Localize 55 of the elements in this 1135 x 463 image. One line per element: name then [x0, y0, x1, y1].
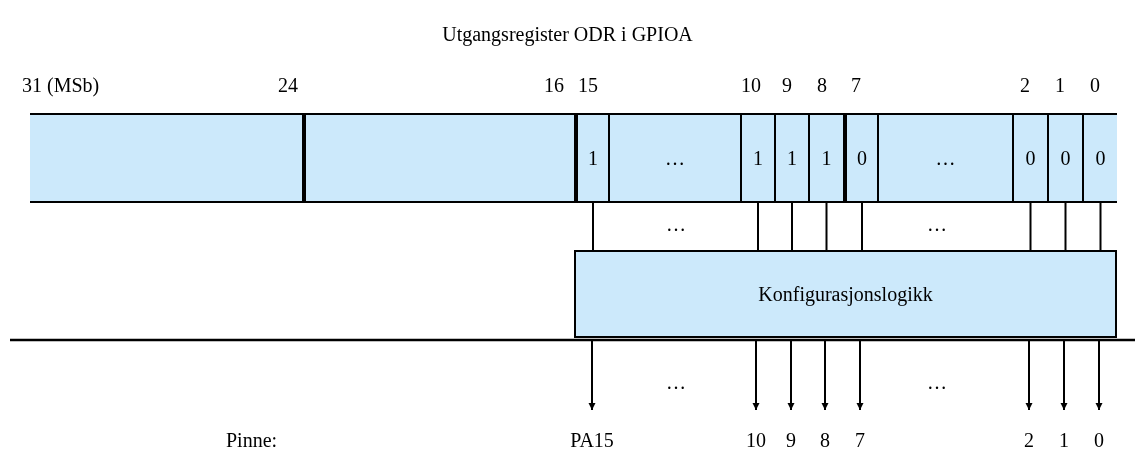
pin-label: 10 — [746, 428, 766, 452]
bit-cell: 1 — [808, 115, 843, 201]
logic-box: Konfigurasjonslogikk — [574, 250, 1117, 338]
ellipsis: … — [927, 212, 947, 236]
arrow — [588, 339, 596, 411]
arrow — [1095, 339, 1103, 411]
arrow — [787, 339, 795, 411]
bit-number: 31 (MSb) — [22, 73, 100, 97]
pin-label: 7 — [855, 428, 865, 452]
bit-cell: 0 — [843, 115, 877, 201]
bit-number: 2 — [1020, 73, 1030, 97]
bit-cell: 0 — [1082, 115, 1117, 201]
register-field — [302, 115, 574, 201]
bit-number: 9 — [782, 73, 792, 97]
ellipsis: … — [666, 370, 686, 394]
connector-line — [592, 202, 594, 251]
bit-number: 10 — [741, 73, 761, 97]
register-field — [30, 115, 302, 201]
connector-line — [791, 202, 793, 251]
pin-label: 8 — [820, 428, 830, 452]
bit-number: 16 — [544, 73, 564, 97]
bit-cell: 0 — [1012, 115, 1047, 201]
pin-label: PA15 — [570, 428, 614, 452]
bit-cell: 1 — [740, 115, 774, 201]
arrow — [752, 339, 760, 411]
pin-label: 9 — [786, 428, 796, 452]
bit-cell: … — [608, 115, 740, 201]
ellipsis: … — [927, 370, 947, 394]
register-field — [30, 113, 1117, 203]
pin-label: 1 — [1059, 428, 1069, 452]
pin-caption: Pinne: — [226, 428, 278, 452]
bit-cell: 1 — [774, 115, 808, 201]
bit-cell: … — [877, 115, 1012, 201]
connector-line — [1064, 202, 1067, 251]
arrow — [856, 339, 864, 411]
arrow — [1060, 339, 1068, 411]
ellipsis: … — [666, 212, 686, 236]
pin-label: 0 — [1094, 428, 1104, 452]
bit-number: 8 — [817, 73, 827, 97]
connector-line — [1029, 202, 1032, 251]
connector-line — [861, 202, 863, 251]
arrow — [821, 339, 829, 411]
bit-number: 7 — [851, 73, 861, 97]
connector-line — [825, 202, 828, 251]
bit-number: 1 — [1055, 73, 1065, 97]
bit-cell: 0 — [1047, 115, 1082, 201]
bit-number: 15 — [578, 73, 598, 97]
bit-number: 24 — [278, 73, 298, 97]
bit-number: 0 — [1090, 73, 1100, 97]
pin-label: 2 — [1024, 428, 1034, 452]
arrow — [1025, 339, 1033, 411]
connector-line — [757, 202, 759, 251]
connector-line — [1099, 202, 1102, 251]
bit-cell: 1 — [574, 115, 608, 201]
title: Utgangsregister ODR i GPIOA — [441, 22, 694, 46]
